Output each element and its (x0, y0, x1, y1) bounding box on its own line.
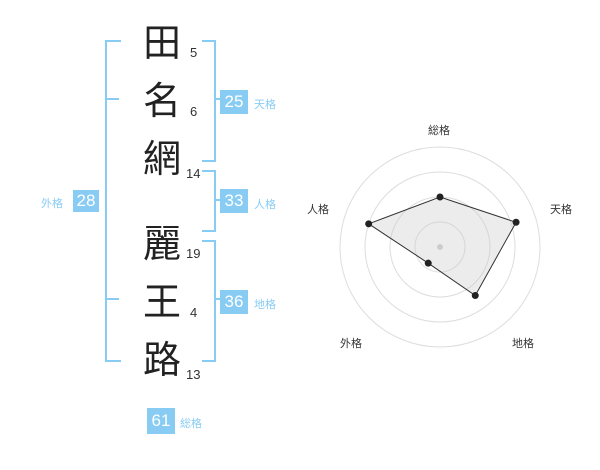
stroke-count-3: 14 (186, 166, 201, 181)
gaikaku-bracket (105, 40, 121, 362)
tenkaku-connector (214, 98, 220, 100)
radar-point-1 (512, 218, 520, 226)
tenkaku-label: 天格 (254, 98, 276, 111)
stroke-count-1: 5 (190, 45, 198, 60)
radar-point-0 (436, 193, 444, 201)
radar-axis-label-gaikaku: 外格 (340, 337, 362, 350)
tenkaku-value: 25 (220, 90, 248, 114)
radar-ring-4 (339, 146, 541, 348)
jinkaku-value: 33 (220, 189, 248, 213)
radar-ring-1 (414, 221, 466, 273)
chikaku-connector (214, 298, 220, 300)
radar-point-2 (471, 292, 479, 300)
tenkaku-bracket (202, 40, 216, 162)
gaikaku-bracket-tick-2 (105, 98, 119, 100)
radar-axis-label-jinkaku: 人格 (307, 203, 329, 216)
chikaku-value: 36 (220, 290, 248, 314)
gaikaku-label: 外格 (41, 197, 63, 210)
radar-axis-label-chikaku: 地格 (512, 337, 534, 350)
name-char-3: 網 (142, 137, 181, 181)
radar-center-dot (437, 244, 443, 250)
name-char-4: 麗 (142, 222, 181, 266)
name-char-6: 路 (142, 338, 181, 382)
name-char-1: 田 (142, 21, 181, 65)
jinkaku-label: 人格 (254, 198, 276, 211)
jinkaku-connector (214, 199, 220, 201)
gaikaku-value: 28 (73, 190, 99, 212)
stroke-count-2: 6 (190, 104, 198, 119)
stroke-count-5: 4 (190, 305, 198, 320)
soukaku-value: 61 (147, 408, 175, 434)
radar-axis-label-soukaku: 総格 (428, 124, 450, 137)
name-char-5: 王 (142, 280, 181, 324)
jinkaku-bracket (202, 170, 216, 232)
radar-ring-3 (364, 171, 516, 323)
stroke-count-6: 13 (186, 367, 201, 382)
soukaku-label: 総格 (180, 417, 202, 430)
gaikaku-bracket-tick-5 (105, 298, 119, 300)
radar-point-4 (365, 220, 373, 228)
stroke-count-4: 19 (186, 246, 201, 261)
name-char-2: 名 (142, 79, 181, 123)
radar-axis-label-tenkaku: 天格 (550, 203, 572, 216)
chikaku-bracket (202, 240, 216, 362)
chikaku-label: 地格 (254, 298, 276, 311)
radar-point-3 (424, 259, 432, 267)
